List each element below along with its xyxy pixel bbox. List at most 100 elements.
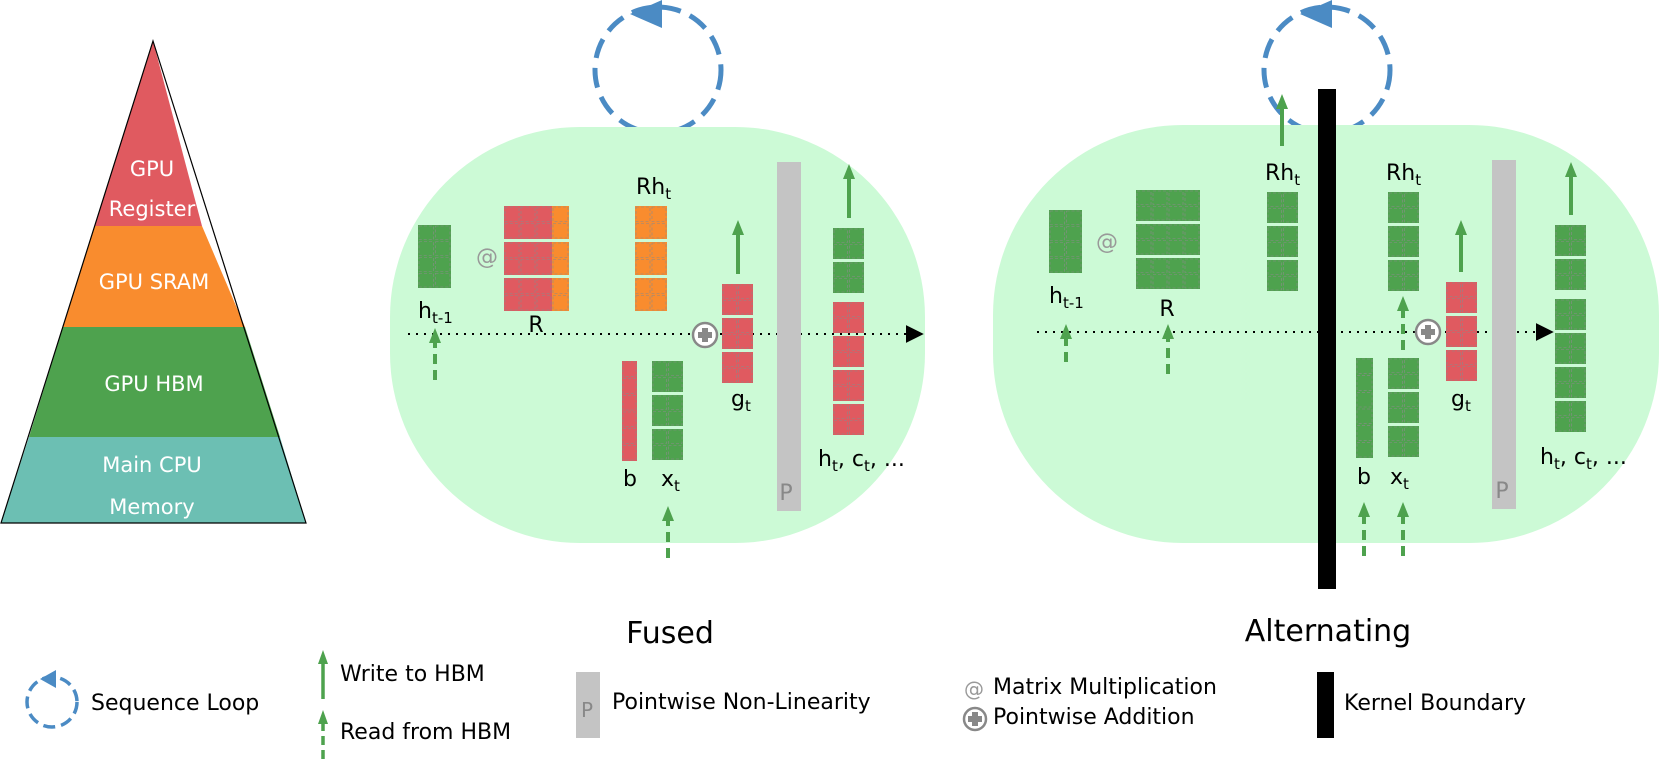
fused-read-h-prev-arrow	[429, 328, 441, 380]
alternating-read-h-prev-arrow	[1060, 324, 1072, 362]
alternating-write-g-arrow	[1455, 220, 1467, 272]
legend-read-hbm-label: Read from HBM	[340, 720, 511, 745]
alternating-g-label: gt	[1451, 387, 1471, 415]
pyramid-sram-label: GPU SRAM	[99, 270, 210, 294]
pyramid-level-hbm	[29, 327, 280, 437]
fused-r-block	[504, 206, 569, 311]
fused-r-segment-orange	[552, 242, 569, 275]
alternating-nonlinearity-bar	[1492, 160, 1516, 509]
fused-panel: @ P ht-1 R Rht b xt gt ht, ct, ... Fused	[390, 0, 925, 651]
fused-pointwise-add	[691, 321, 719, 349]
fused-rh-block	[635, 206, 667, 311]
fused-out-bottom-segment	[833, 370, 864, 401]
legend: Sequence Loop Write to HBM Read from HBM…	[25, 650, 1526, 759]
legend-matmul-label: Matrix Multiplication	[993, 675, 1217, 700]
fused-matmul-symbol: @	[476, 245, 498, 270]
fused-r-label: R	[528, 313, 543, 338]
alternating-title: Alternating	[1245, 614, 1411, 649]
fused-g-label: gt	[731, 387, 751, 415]
pyramid-cpu-line1: Main CPU	[102, 453, 202, 477]
alternating-r-label: R	[1159, 297, 1174, 322]
fused-r-segment-orange	[552, 278, 569, 311]
alternating-out-bottom-segment	[1555, 333, 1586, 364]
fused-x-label: xt	[661, 467, 680, 495]
alternating-blocks	[1049, 190, 1586, 458]
alternating-arrows	[1060, 94, 1577, 556]
fused-rh-block-segment	[635, 242, 667, 275]
alternating-read-r-arrow	[1162, 324, 1174, 374]
fused-nonlinearity-bar	[777, 162, 801, 511]
fused-g-block-segment	[722, 318, 753, 349]
alternating-write-out-arrow	[1565, 162, 1577, 215]
alternating-h-prev-block	[1049, 210, 1082, 273]
alternating-rh-left-label: Rht	[1265, 161, 1300, 189]
fused-out-bottom-segment	[833, 336, 864, 367]
fused-x-block-segment	[652, 361, 683, 392]
alternating-x-block-segment	[1388, 358, 1419, 389]
fused-read-x-arrow	[662, 506, 674, 558]
pyramid-cpu-line2: Memory	[109, 495, 194, 519]
alternating-g-block-segment	[1446, 350, 1477, 381]
fused-g-block	[722, 284, 753, 383]
fused-rh-block-segment	[635, 206, 667, 239]
fused-r-segment-red	[504, 278, 552, 311]
alternating-g-block	[1446, 282, 1477, 381]
alternating-rh-right-block-segment	[1388, 226, 1419, 257]
alternating-write-rh-arrow	[1276, 94, 1288, 146]
alternating-g-block-segment	[1446, 282, 1477, 313]
pyramid-level-register	[95, 41, 202, 226]
legend-nonlinearity-label: Pointwise Non-Linearity	[612, 690, 871, 715]
fused-b-label: b	[623, 467, 637, 492]
alternating-read-rh-arrow	[1397, 296, 1409, 350]
fused-blocks	[418, 206, 864, 461]
fused-write-g-arrow	[732, 220, 744, 274]
legend-nonlinearity: P Pointwise Non-Linearity	[576, 672, 871, 738]
alternating-panel: @ P ht-1 R Rht Rht b xt gt ht, ct, ... A…	[993, 0, 1659, 649]
alternating-out-bottom-segment	[1555, 367, 1586, 398]
fused-r-segment-red	[504, 206, 552, 239]
alternating-matmul-symbol: @	[1096, 230, 1118, 255]
alternating-rh-right-label: Rht	[1386, 161, 1421, 189]
legend-sequence-loop: Sequence Loop	[25, 670, 259, 729]
pyramid-level-sram	[63, 226, 245, 327]
fused-h-prev-block	[418, 225, 451, 288]
fused-title: Fused	[626, 616, 714, 651]
legend-sequence-loop-label: Sequence Loop	[91, 691, 259, 716]
fused-h-prev-label: ht-1	[418, 299, 453, 327]
fused-rh-block-segment	[635, 278, 667, 311]
memory-pyramid: GPU Register GPU SRAM GPU HBM Main CPU M…	[0, 39, 307, 524]
alternating-h-prev-label: ht-1	[1049, 284, 1084, 312]
legend-read-hbm: Read from HBM	[318, 710, 511, 759]
alternating-out-top-segment	[1555, 259, 1586, 290]
alternating-pointwise-add	[1414, 318, 1442, 346]
legend-pointwise-add: Pointwise Addition	[962, 705, 1195, 732]
fused-write-out-arrow	[843, 164, 855, 218]
alternating-r-block-segment	[1136, 224, 1200, 255]
alternating-p-label: P	[1495, 479, 1508, 504]
fused-out-bottom-segment	[833, 404, 864, 435]
alternating-x-block	[1388, 358, 1419, 457]
alternating-r-block-segment	[1136, 258, 1200, 289]
alternating-rh-left-block-segment	[1267, 260, 1298, 291]
alternating-kernel-boundary	[1318, 89, 1336, 589]
alternating-out-top	[1555, 225, 1586, 290]
alternating-rh-right-block-segment	[1388, 192, 1419, 223]
alternating-r-block-segment	[1136, 190, 1200, 221]
fused-x-block-segment	[652, 429, 683, 460]
alternating-x-block-segment	[1388, 392, 1419, 423]
alternating-rh-right-block	[1388, 192, 1419, 291]
legend-p-glyph: P	[581, 698, 593, 722]
alternating-r-block	[1136, 190, 1200, 289]
fused-g-block-segment	[722, 352, 753, 383]
fused-out-top	[833, 228, 864, 293]
fused-r-segment-orange	[552, 206, 569, 239]
legend-nonlinearity-icon	[576, 672, 600, 738]
alternating-x-label: xt	[1390, 465, 1409, 493]
alternating-g-block-segment	[1446, 316, 1477, 347]
legend-write-arrowhead	[318, 650, 328, 664]
legend-write-hbm-label: Write to HBM	[340, 662, 485, 687]
alternating-out-bottom-segment	[1555, 299, 1586, 330]
alternating-x-block-segment	[1388, 426, 1419, 457]
fused-outputs-label: ht, ct, ...	[818, 447, 905, 475]
